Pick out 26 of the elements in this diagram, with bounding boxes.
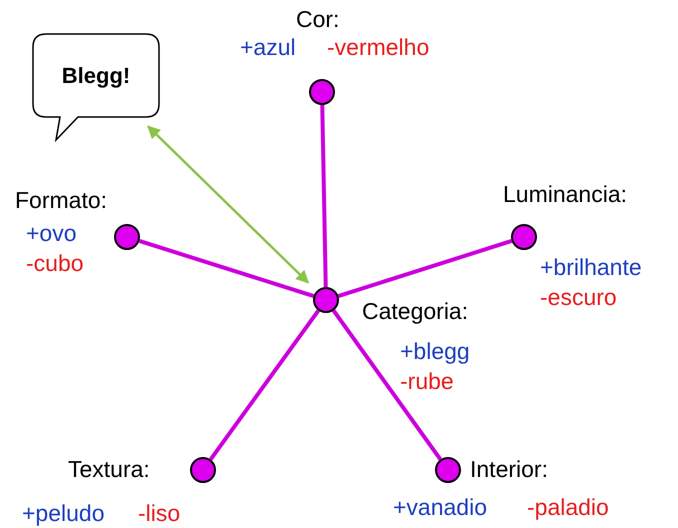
arrow <box>147 125 310 284</box>
connector-line <box>209 309 320 461</box>
positive-value: +azul <box>240 36 296 59</box>
negative-value: -cubo <box>26 252 84 275</box>
category-label: Interior: <box>470 458 548 481</box>
connector-line <box>138 239 314 298</box>
negative-value: -rube <box>400 370 454 393</box>
connector-line <box>332 309 442 461</box>
category-label: Formato: <box>15 189 108 212</box>
category-label: Categoria: <box>362 300 468 323</box>
negative-value: -escuro <box>540 286 617 309</box>
connector-line <box>338 239 512 298</box>
positive-value: +blegg <box>400 340 470 363</box>
connector-line <box>320 104 328 288</box>
negative-value: -vermelho <box>327 36 430 59</box>
category-label: Luminancia: <box>503 183 628 206</box>
negative-value: -paladio <box>527 496 609 519</box>
speech-bubble <box>32 33 160 142</box>
positive-value: +peludo <box>22 502 104 525</box>
speech-text: Blegg! <box>62 62 130 90</box>
negative-value: -liso <box>138 502 180 525</box>
category-label: Textura: <box>68 458 150 481</box>
positive-value: +vanadio <box>393 496 487 519</box>
positive-value: +brilhante <box>540 256 642 279</box>
positive-value: +ovo <box>26 222 77 245</box>
category-label: Cor: <box>296 8 340 31</box>
